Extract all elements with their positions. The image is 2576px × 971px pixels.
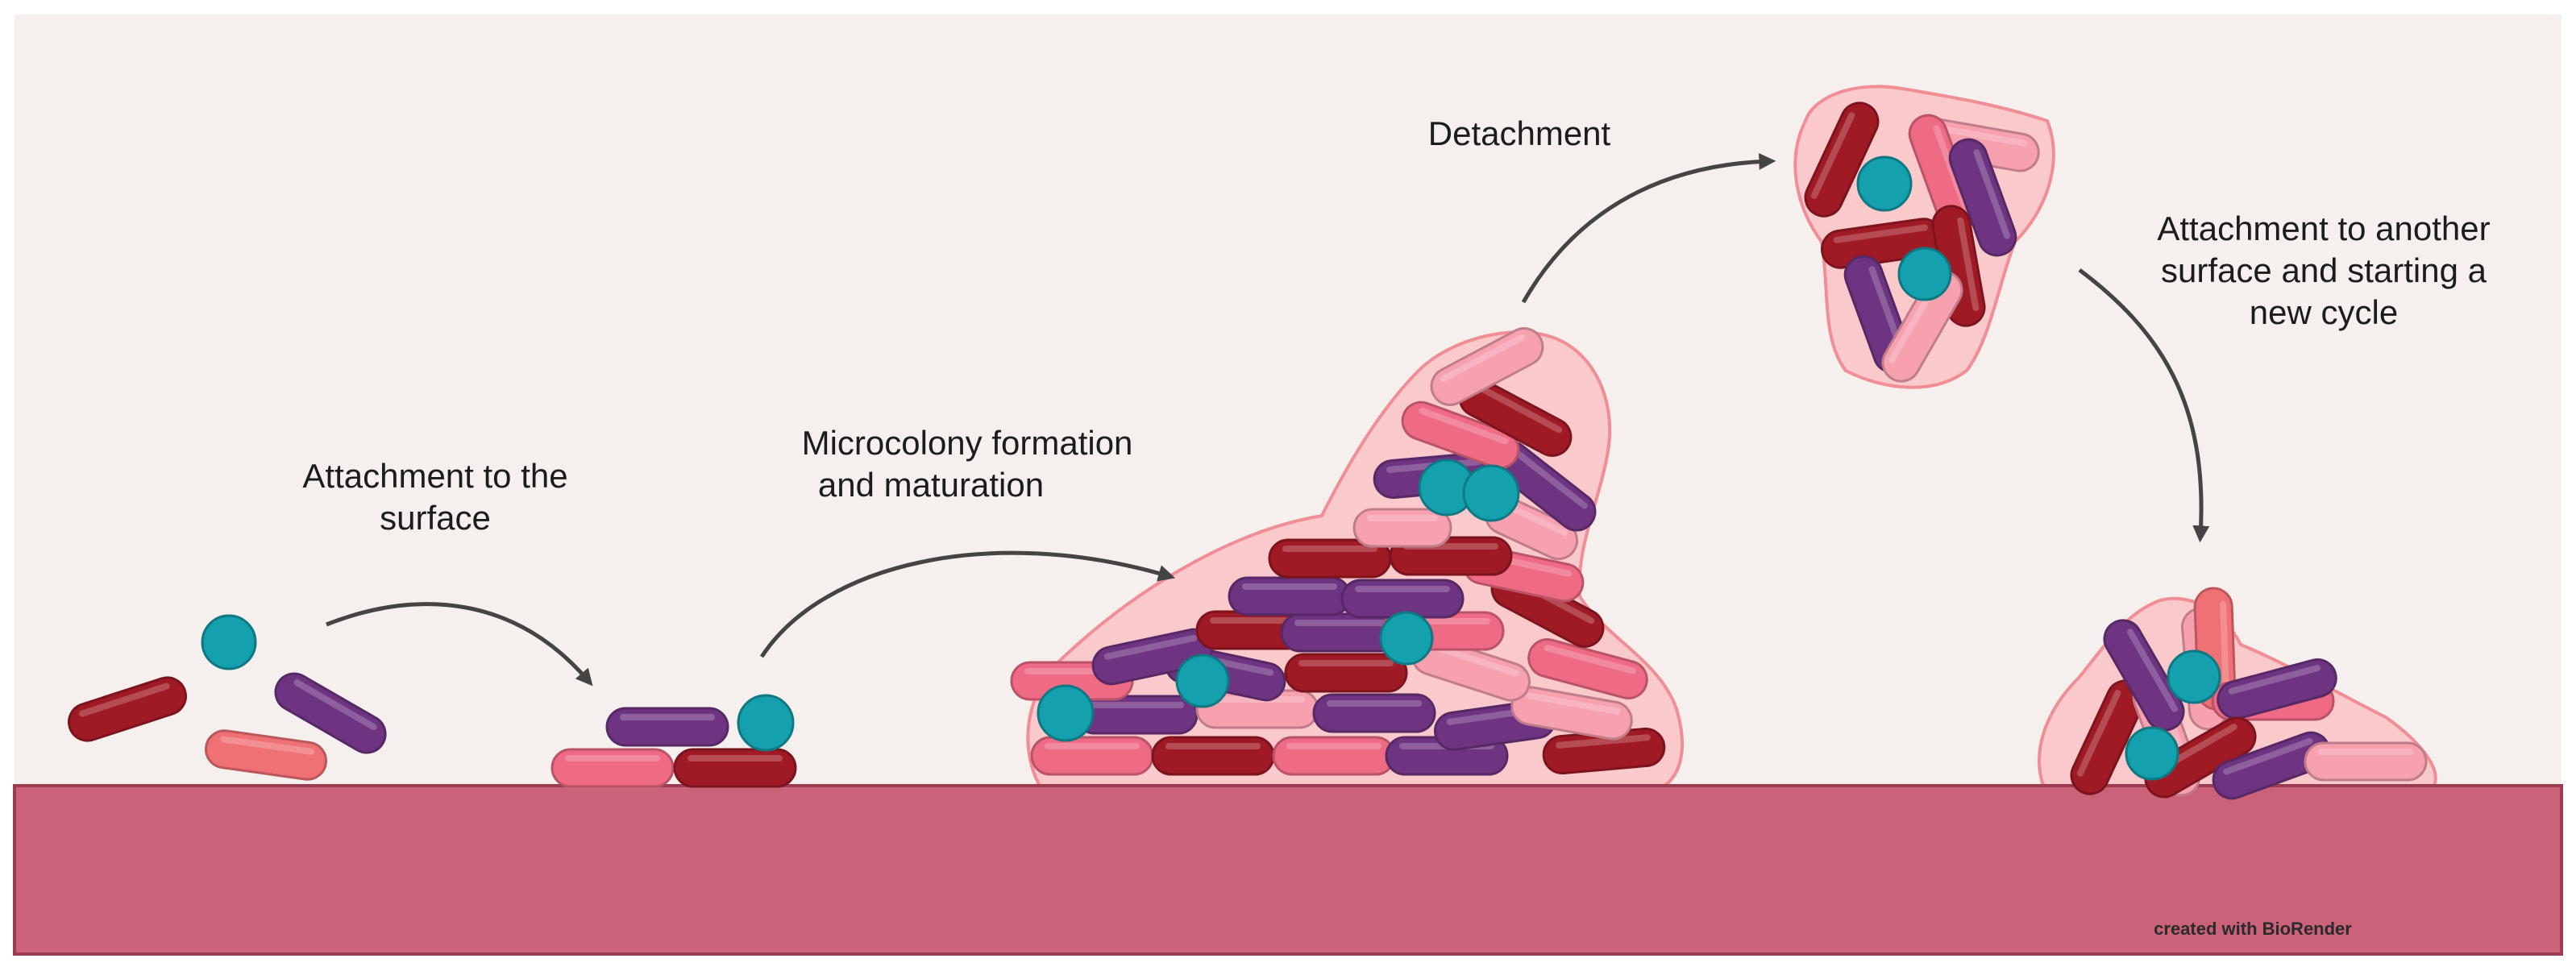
arrow-attachment bbox=[326, 602, 593, 687]
rod-bacterium bbox=[551, 748, 675, 788]
label-microcolony-line2: and maturation bbox=[818, 466, 1044, 504]
rod-bacterium bbox=[1542, 727, 1666, 775]
rod-bacterium bbox=[1804, 102, 1880, 218]
rod-bacterium bbox=[1195, 689, 1319, 729]
rod-bacterium bbox=[1948, 138, 2017, 257]
label-attachment-line1: Attachment to the bbox=[302, 457, 567, 495]
rod-bacterium bbox=[1030, 736, 1154, 776]
rod-bacterium bbox=[605, 707, 729, 747]
arrow-reattachment bbox=[2078, 268, 2210, 543]
coccus-bacterium bbox=[737, 694, 795, 752]
label-reattach-line2: surface and starting a bbox=[2161, 251, 2487, 289]
coccus-bacterium bbox=[1379, 611, 1434, 666]
arrow-microcolony bbox=[759, 550, 1176, 658]
rod-bacterium bbox=[1228, 576, 1352, 616]
rod-bacterium bbox=[2217, 658, 2337, 720]
coccus-bacterium bbox=[1856, 156, 1913, 212]
rod-bacterium bbox=[1430, 327, 1544, 406]
rod-bacterium bbox=[1074, 695, 1199, 735]
bacteria-layer bbox=[68, 102, 2428, 800]
rod-bacterium bbox=[1151, 736, 1275, 776]
rod-bacterium bbox=[1268, 538, 1392, 579]
label-reattach-line3: new cycle bbox=[2250, 293, 2398, 331]
rod-bacterium bbox=[1458, 378, 1573, 457]
rod-bacterium bbox=[1510, 686, 1633, 741]
rod-bacterium bbox=[1527, 638, 1648, 699]
arrow-detachment bbox=[1521, 152, 1776, 304]
rod-bacterium bbox=[274, 672, 387, 754]
label-detachment: Detachment bbox=[1428, 114, 1611, 152]
rod-bacterium bbox=[2304, 741, 2428, 782]
rod-bacterium bbox=[2212, 731, 2331, 800]
rod-bacterium bbox=[68, 676, 187, 742]
biorender-credit: created with BioRender bbox=[2154, 919, 2352, 939]
label-reattach-line1: Attachment to another bbox=[2157, 210, 2490, 247]
attachment-surface bbox=[13, 784, 2563, 956]
rod-bacterium bbox=[1272, 736, 1396, 776]
rod-bacterium bbox=[1312, 693, 1436, 733]
rod-bacterium bbox=[1401, 400, 1520, 470]
coccus-bacterium bbox=[2167, 649, 2221, 704]
label-microcolony-line1: Microcolony formation bbox=[802, 424, 1133, 462]
rod-bacterium bbox=[673, 748, 797, 788]
rod-bacterium bbox=[205, 729, 327, 781]
label-attachment-line2: surface bbox=[380, 499, 491, 537]
coccus-bacterium bbox=[1462, 464, 1520, 522]
rod-bacterium bbox=[1284, 653, 1408, 693]
coccus-bacterium bbox=[1037, 684, 1095, 742]
coccus-bacterium bbox=[2125, 726, 2179, 781]
rod-bacterium bbox=[1352, 508, 1452, 548]
coccus-bacterium bbox=[201, 614, 257, 670]
coccus-bacterium bbox=[1897, 247, 1952, 301]
coccus-bacterium bbox=[1175, 654, 1230, 708]
